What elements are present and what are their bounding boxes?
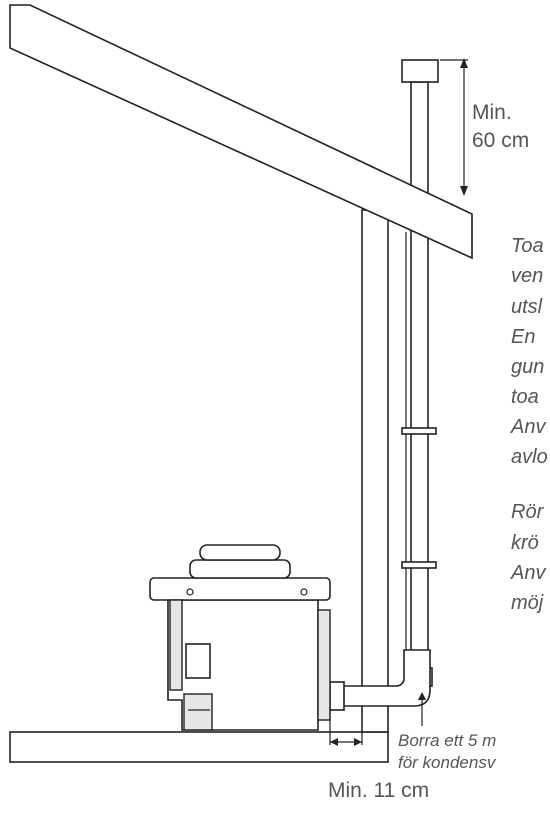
arrow-up-icon bbox=[418, 692, 426, 700]
paragraph1-line: Toa bbox=[511, 235, 544, 257]
paragraph2-line: Rör bbox=[511, 501, 544, 523]
floor-slab bbox=[9, 731, 389, 763]
toilet-lid bbox=[199, 544, 281, 561]
min-60-label-line1: Min. bbox=[472, 101, 512, 124]
toilet-rivet bbox=[186, 588, 194, 596]
paragraph1-line: ven bbox=[511, 265, 544, 287]
vent-cap bbox=[401, 59, 439, 83]
wall-sleeve bbox=[329, 681, 345, 711]
arrow-left-icon bbox=[330, 738, 338, 746]
paragraph1-line: Anv bbox=[511, 416, 546, 438]
paragraph1-line: utsl bbox=[511, 296, 543, 318]
paragraph1-line: En bbox=[511, 326, 536, 348]
roof-beam bbox=[9, 4, 473, 260]
arrow-right-icon bbox=[354, 738, 362, 746]
connection-pipe bbox=[329, 649, 431, 707]
paragraph2-line: möj bbox=[511, 592, 544, 614]
drill-note-line2: för kondensv bbox=[398, 753, 496, 772]
pipe-clamp-lower bbox=[401, 561, 437, 569]
min-60-label-line2: 60 cm bbox=[472, 129, 530, 152]
paragraph2-line: krö bbox=[511, 532, 539, 554]
vent-pipe bbox=[410, 81, 429, 691]
wall bbox=[361, 209, 389, 733]
paragraph1-line: gun bbox=[511, 356, 545, 378]
pipe-clamp-upper bbox=[401, 427, 437, 435]
drill-note-line1: Borra ett 5 m bbox=[398, 731, 497, 750]
toilet-rivet bbox=[300, 588, 308, 596]
toilet-seat-top bbox=[189, 559, 291, 579]
paragraph2-line: Anv bbox=[511, 562, 546, 584]
toilet-back-panel bbox=[317, 609, 331, 721]
min-11-label: Min. 11 cm bbox=[328, 779, 430, 802]
arrow-up-icon bbox=[460, 58, 468, 68]
toilet-handle bbox=[185, 643, 211, 679]
arrow-down-icon bbox=[460, 186, 468, 196]
toilet-front-panel bbox=[169, 599, 183, 691]
paragraph1-line: avlo bbox=[511, 446, 548, 468]
toilet-tray bbox=[183, 693, 213, 731]
paragraph1-line: toa bbox=[511, 386, 539, 408]
